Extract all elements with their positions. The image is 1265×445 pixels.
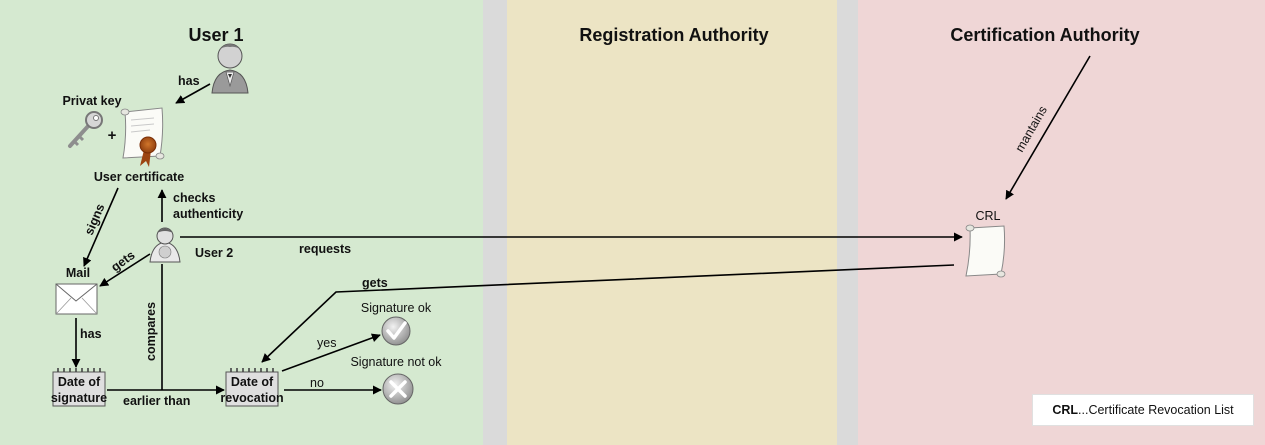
legend-abbr: CRL [1052, 403, 1079, 417]
edge-label-has-top: has [178, 74, 200, 88]
edge-mantains [1005, 55, 1091, 200]
date-of-revocation-calendar-icon [225, 368, 279, 407]
private-key-icon [68, 111, 103, 148]
edge-label-no: no [310, 376, 324, 390]
plus-sign: + [108, 127, 117, 144]
edge-yes [281, 333, 381, 372]
crl-label: CRL [975, 209, 1000, 223]
signature-ok-label: Signature ok [361, 301, 432, 315]
lane-title-registration-authority: Registration Authority [579, 25, 768, 45]
edge-label-requests: requests [299, 242, 351, 256]
edge-label-gets-crl: gets [362, 276, 388, 290]
certificate-icon [120, 107, 165, 167]
lane-separator-2 [837, 0, 858, 445]
lane-title-certification-authority: Certification Authority [950, 25, 1139, 45]
legend-text: ...Certificate Revocation List [1078, 403, 1234, 417]
edge-gets-mail [99, 253, 151, 287]
cross-icon [382, 373, 414, 405]
mail-label: Mail [66, 266, 90, 280]
edge-label-earlier-than: earlier than [123, 394, 190, 408]
edge-label-has-mail: has [80, 327, 102, 341]
lane-ca-bg [858, 0, 1265, 445]
date-of-revocation-line2: revocation [220, 391, 283, 405]
lane-title-user1: User 1 [188, 25, 243, 45]
date-of-signature-line1: Date of [58, 375, 101, 389]
lane-user1-bg [0, 0, 483, 445]
crl-scroll-icon [965, 224, 1006, 278]
mail-envelope-icon [55, 283, 98, 315]
edge-label-authenticity: authenticity [173, 207, 243, 221]
edge-label-yes: yes [317, 336, 336, 350]
user-certificate-label: User certificate [94, 170, 184, 184]
check-icon [381, 316, 411, 346]
edge-signs [83, 187, 119, 267]
user2-label: User 2 [195, 246, 233, 260]
date-of-signature-calendar-icon [52, 368, 106, 407]
private-key-label: Privat key [62, 94, 121, 108]
edge-label-checks: checks [173, 191, 215, 205]
lane-separator-1 [483, 0, 507, 445]
user2-person-icon [149, 227, 181, 263]
lane-ra-bg [507, 0, 837, 445]
edge-gets-crl [261, 264, 955, 363]
signature-not-ok-label: Signature not ok [350, 355, 442, 369]
user1-person-icon [211, 43, 249, 94]
date-of-signature-line2: signature [51, 391, 107, 405]
legend-box: CRL...Certificate Revocation List [1032, 394, 1254, 426]
edge-has-top [175, 83, 211, 104]
date-of-revocation-line1: Date of [231, 375, 274, 389]
edge-label-compares: compares [144, 302, 158, 361]
